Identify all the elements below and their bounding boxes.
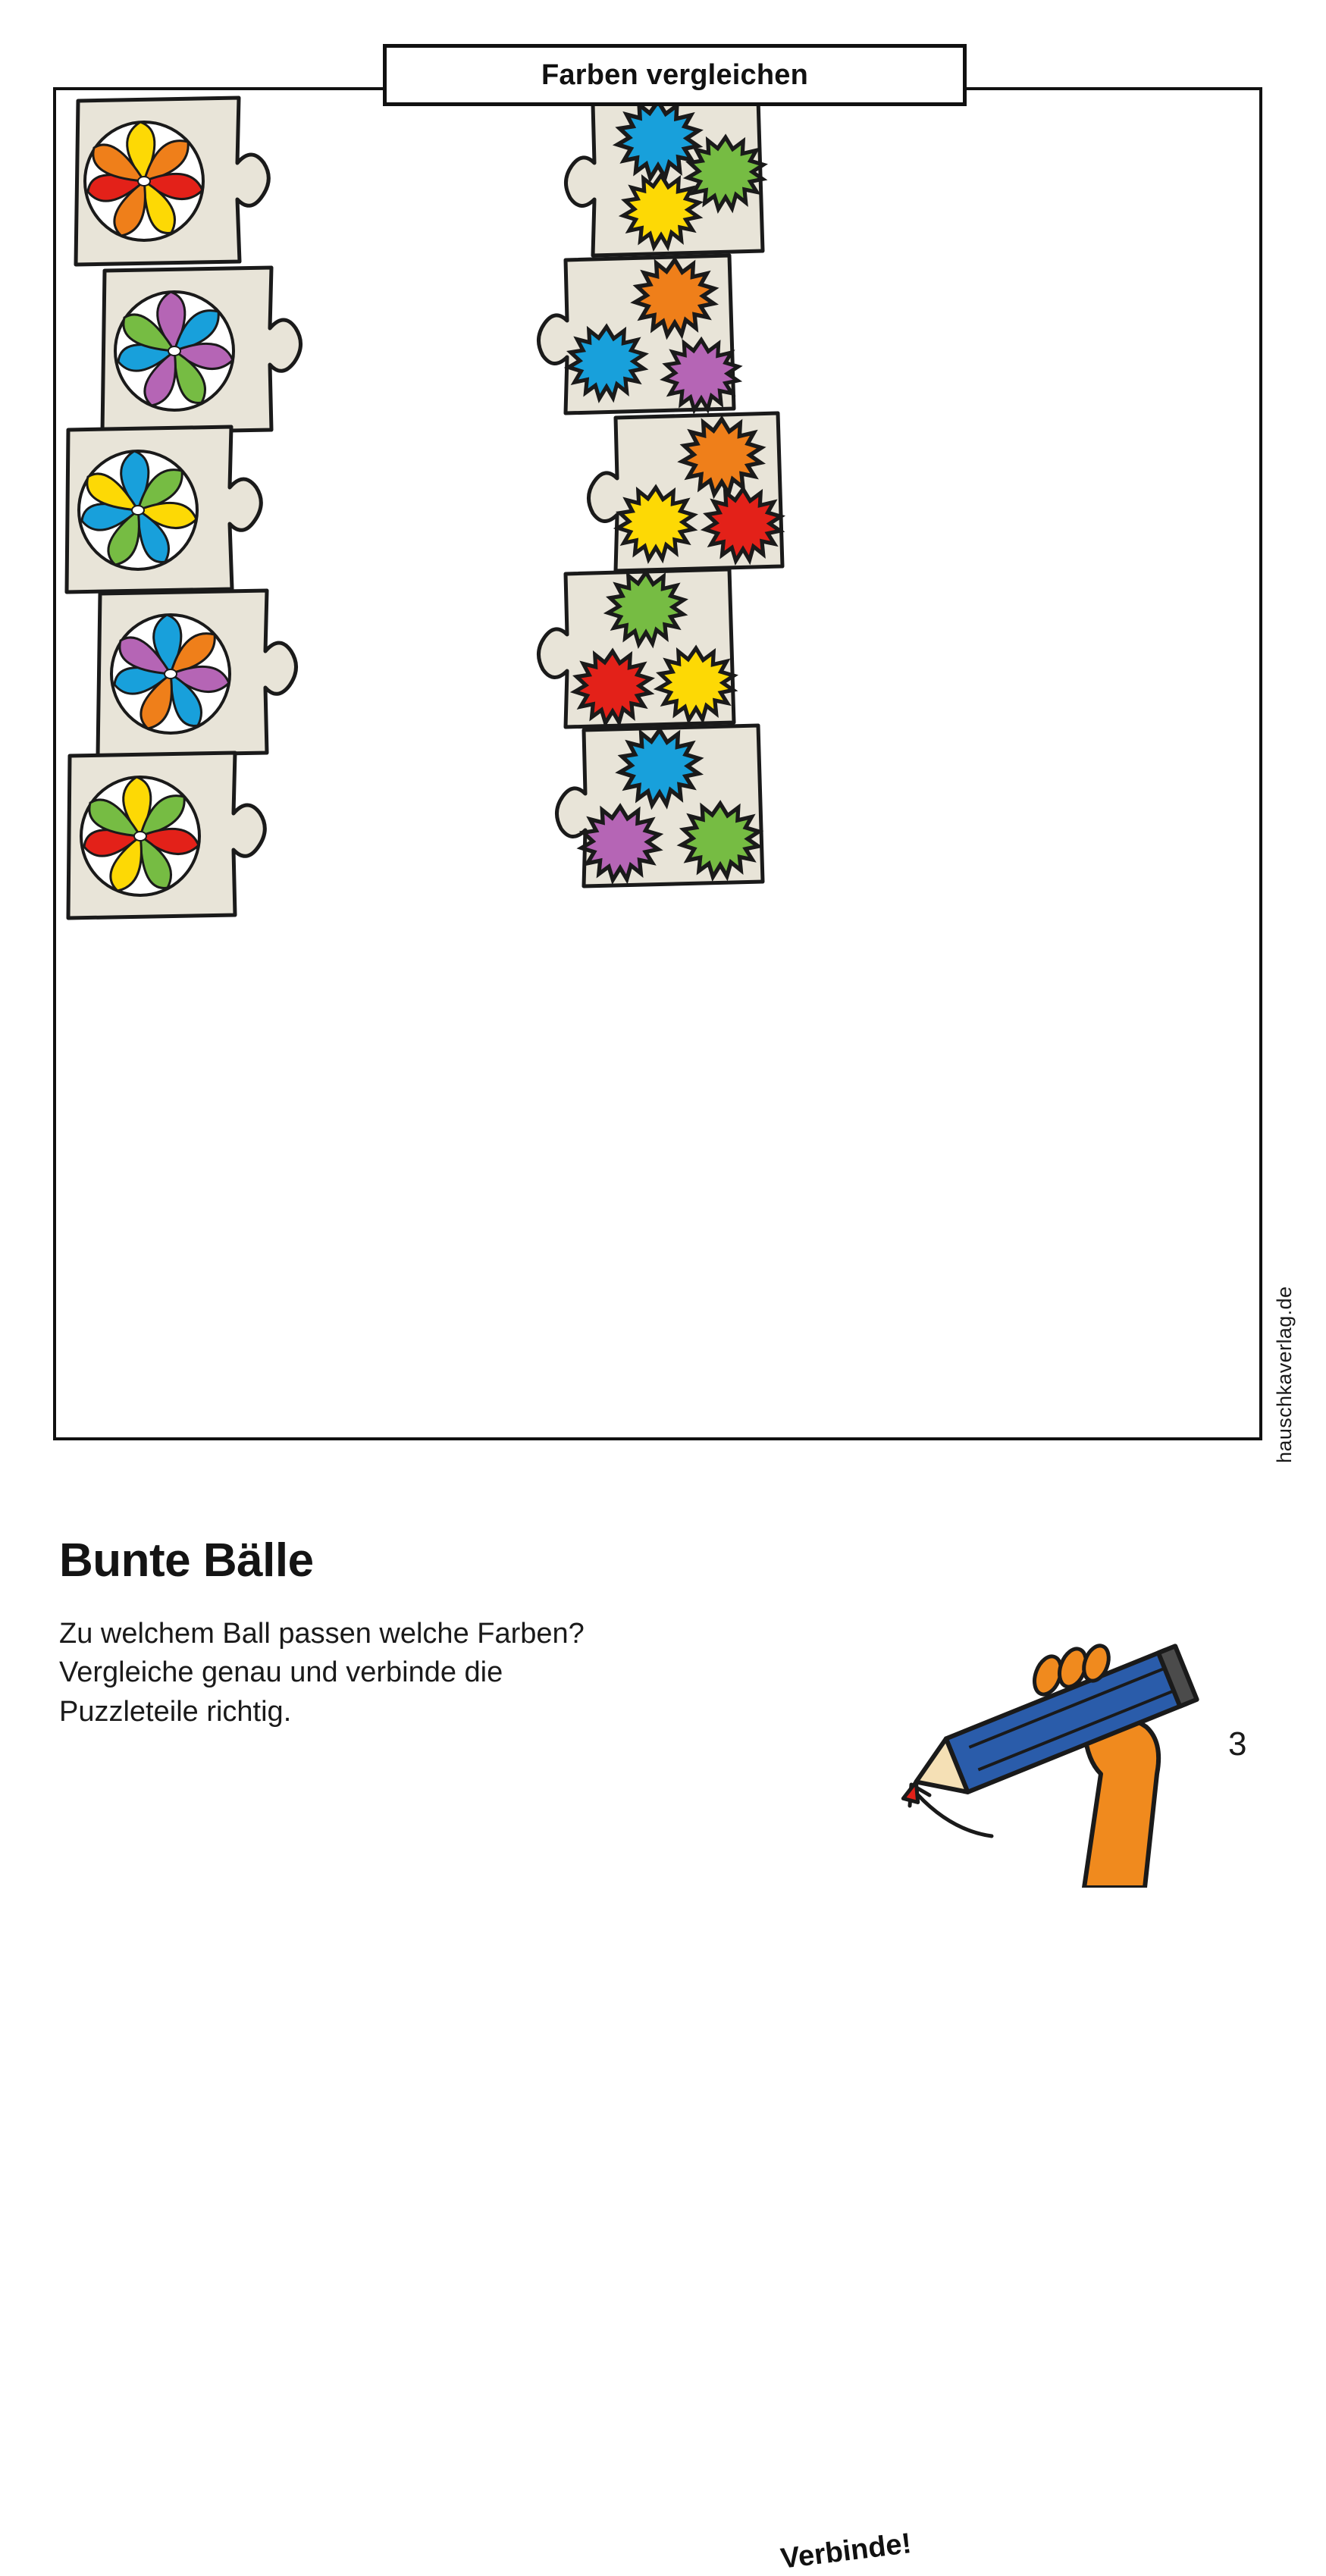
instruction-line-3: Puzzleteile richtig.: [59, 1695, 292, 1728]
page-title: Farben vergleichen: [541, 58, 809, 91]
exercise-frame: [53, 87, 1262, 1440]
instruction-line-1: Zu welchem Ball passen welche Farben?: [59, 1618, 585, 1650]
worksheet-description-section: Bunte Bälle Zu welchem Ball passen welch…: [0, 1486, 1326, 2575]
worksheet-heading: Bunte Bälle: [59, 1534, 314, 1587]
worksheet-title-box: Farben vergleichen: [383, 44, 967, 106]
worksheet-instructions: Zu welchem Ball passen welche Farben? Ve…: [59, 1615, 666, 1731]
page-number: 3: [1228, 1725, 1247, 1763]
verbinde-callout-label: Verbinde!: [779, 2527, 914, 2575]
publisher-credit: hauschkaverlag.de: [1273, 1286, 1296, 1463]
instruction-line-2: Vergleiche genau und verbinde die: [59, 1656, 503, 1689]
